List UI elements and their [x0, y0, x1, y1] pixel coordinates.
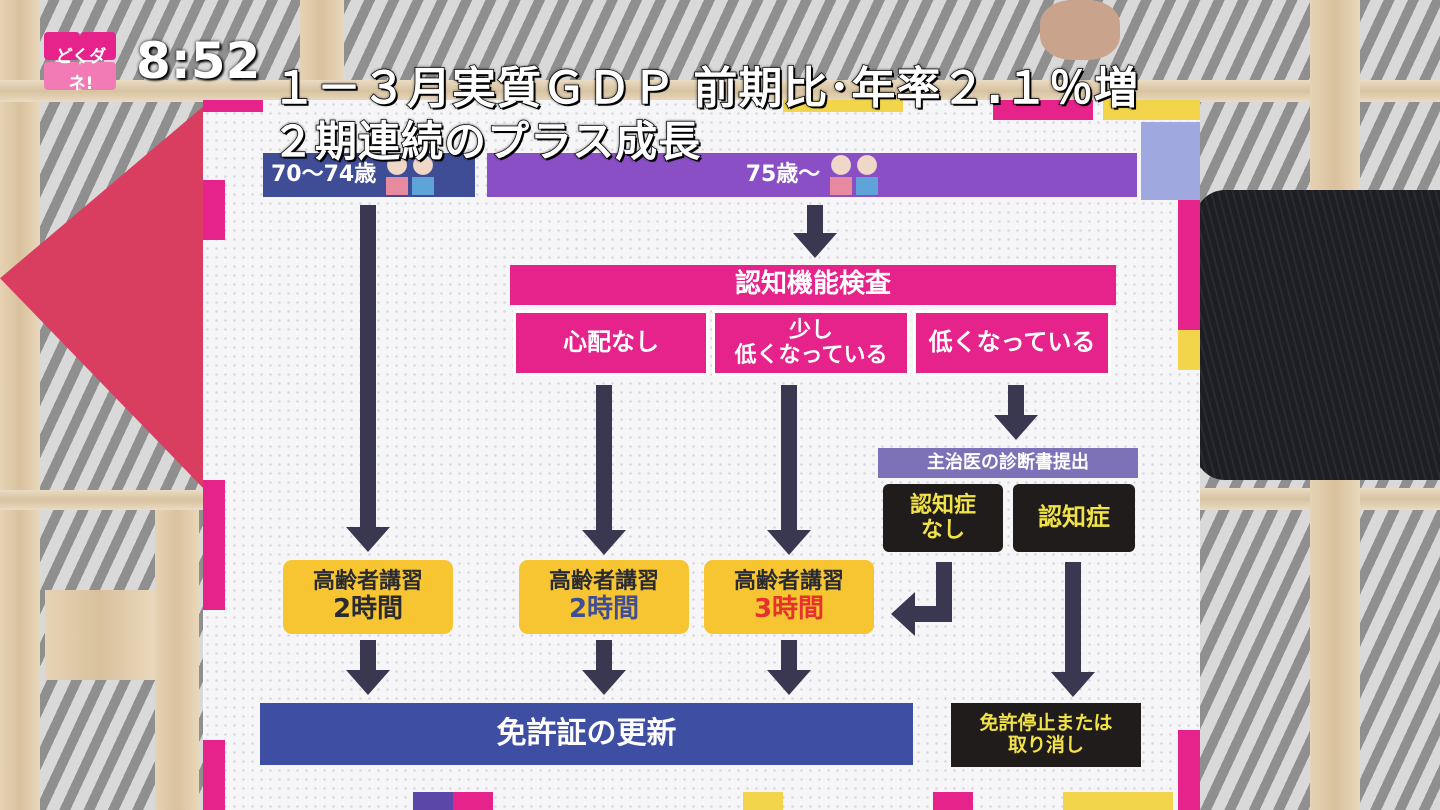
frame-block [203, 480, 225, 610]
lecture-title: 高齢者講習 [733, 569, 844, 595]
elderly-man-icon [856, 155, 879, 195]
arrow-head [346, 670, 390, 695]
elderly-woman-icon [830, 155, 853, 195]
lecture-title: 高齢者講習 [312, 569, 423, 595]
flow-arrows [346, 205, 1095, 697]
arrow-shaft [807, 205, 823, 233]
license-suspend-box: 免許停止または 取り消し [951, 703, 1141, 767]
logo-text: どくダネ! [55, 47, 107, 95]
arrow-head [346, 527, 390, 552]
lecture-title: 高齢者講習 [548, 569, 659, 595]
arrow-shaft [1008, 385, 1024, 415]
age-70-74-label: 70～74歳 [271, 162, 377, 188]
arrow-head [994, 415, 1038, 440]
lecture-box-b: 高齢者講習 2時間 [519, 560, 689, 634]
license-renewal-box: 免許証の更新 [260, 703, 913, 765]
age-75-plus-header: 75歳～ [487, 153, 1137, 197]
arrow-shaft [781, 385, 797, 530]
show-logo: どくダネ! [42, 26, 120, 94]
elderly-man-icon [412, 155, 435, 195]
result-slightly-low: 少し 低くなっている [712, 310, 910, 376]
frame-block [1178, 330, 1200, 370]
arrow-shaft [913, 606, 952, 622]
arrow-head [582, 530, 626, 555]
arrow-head [582, 670, 626, 695]
flowchart-board: 70～74歳 75歳～ 認知機能検査 心配なし 少し 低くなっている 低くなって… [203, 100, 1200, 810]
arrow-head [891, 592, 915, 636]
doctor-diagnosis-header: 主治医の診断書提出 [878, 448, 1138, 478]
headline-line-2: ２期連続のプラス成長 [271, 116, 702, 167]
frame-block [743, 792, 783, 810]
arrow-head [1051, 672, 1095, 697]
elderly-woman-icon [386, 155, 409, 195]
presenter-hand [1040, 0, 1120, 60]
frame-block [1178, 730, 1200, 810]
frame-block [1141, 122, 1200, 200]
arrow-shaft [781, 640, 797, 670]
arrow-head [767, 530, 811, 555]
lecture-time: 2時間 [568, 593, 640, 624]
no-dementia-box: 認知症 なし [883, 484, 1003, 552]
headline-line-1: １－３月実質ＧＤＰ 前期比･年率２.１％増 [271, 62, 1140, 115]
lecture-box-c: 高齢者講習 3時間 [704, 560, 874, 634]
frame-block [453, 792, 493, 810]
frame-block [1178, 200, 1200, 330]
arrow-head [767, 670, 811, 695]
arrow-shaft [360, 640, 376, 670]
frame-block [783, 100, 903, 112]
arrow-shaft [596, 640, 612, 670]
arrow-shaft [360, 205, 376, 527]
lecture-box-a: 高齢者講習 2時間 [283, 560, 453, 634]
frame-block [1063, 792, 1173, 810]
arrow-head [793, 233, 837, 258]
lecture-time: 2時間 [332, 593, 404, 624]
frame-block [993, 100, 1093, 120]
frame-block [203, 180, 225, 240]
dementia-box: 認知症 [1013, 484, 1135, 552]
frame-block [1103, 100, 1200, 120]
frame-block [933, 792, 973, 810]
frame-block [413, 792, 453, 810]
result-low: 低くなっている [913, 310, 1111, 376]
frame-block [203, 100, 263, 112]
cognitive-test-header: 認知機能検査 [510, 265, 1116, 305]
lecture-time: 3時間 [753, 593, 825, 624]
result-no-concern: 心配なし [513, 310, 709, 376]
arrow-shaft [1065, 562, 1081, 672]
arrow-shaft [596, 385, 612, 530]
presenter-sleeve [1195, 190, 1440, 480]
age-75-plus-label: 75歳～ [745, 162, 821, 188]
broadcast-clock: 8:52 [136, 32, 261, 90]
frame-block [203, 740, 225, 810]
age-70-74-header: 70～74歳 [263, 153, 475, 197]
